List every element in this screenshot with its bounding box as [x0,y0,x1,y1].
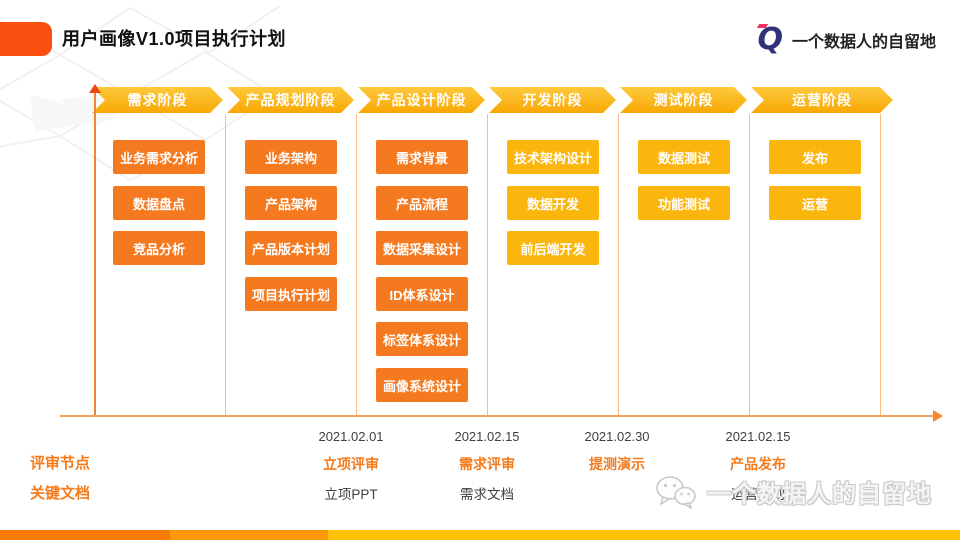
milestone-document-label: 立项PPT [324,487,378,502]
milestone-review-label: 需求评审 [459,456,515,472]
phase-label: 测试阶段 [653,92,714,108]
task-box: 技术架构设计 [507,140,599,174]
bottom-strip-light-orange [170,530,328,540]
bottom-strip-orange [0,530,170,540]
task-box: 业务架构 [245,140,337,174]
phase-label: 产品规划阶段 [245,92,336,108]
vertical-axis-arrow-icon [89,84,101,93]
task-box: 标签体系设计 [376,322,468,356]
timeline-axis-arrow-icon [933,410,943,422]
task-label: 数据采集设计 [382,241,461,257]
column-separator-line [487,114,488,416]
column-separator-line [356,114,357,416]
task-box: 功能测试 [638,186,730,220]
phase-label: 开发阶段 [522,92,583,108]
phase-banner-segment: 开发阶段 [489,87,616,113]
phase-banner-segment: 需求阶段 [92,87,223,113]
milestone-date: 2021.02.15 [725,429,791,444]
task-label: 产品流程 [395,196,448,212]
task-label: 需求背景 [395,150,448,166]
logo-q-icon: Q [757,22,783,57]
task-box: 产品流程 [376,186,468,220]
task-box: 数据测试 [638,140,730,174]
task-label: ID体系设计 [389,287,455,303]
task-label: 画像系统设计 [382,378,461,394]
title-accent-bar [0,22,52,56]
task-label: 前后端开发 [520,241,586,257]
task-label: 运营 [801,196,828,212]
milestone-document-label: 运营计划 [731,487,785,502]
watermark: 一个数据人的自留地 [655,474,932,509]
task-label: 产品版本计划 [251,241,330,257]
phase-label: 运营阶段 [792,92,852,108]
milestone-review-label: 立项评审 [323,456,379,472]
column-separator-line [880,114,881,416]
phase-banner-segment: 运营阶段 [751,87,893,113]
task-box: 产品架构 [245,186,337,220]
task-label: 产品架构 [264,196,317,212]
row-label-review-nodes: 评审节点 [30,455,91,472]
phase-label: 产品设计阶段 [376,92,467,108]
watermark-text: 一个数据人的自留地 [707,481,932,508]
logo-text: 一个数据人的自留地 [791,34,936,51]
task-box: 数据开发 [507,186,599,220]
wechat-icon [656,475,696,509]
task-label: 发布 [801,150,828,166]
task-box: 发布 [769,140,861,174]
milestone-document-label: 需求文档 [460,487,514,502]
milestone-review-label: 提测演示 [589,456,645,472]
milestone-date: 2021.02.15 [454,429,520,444]
row-label-key-docs: 关键文档 [30,485,91,502]
bottom-strip-yellow [328,530,960,540]
vertical-axis-line [94,93,96,416]
phase-banner-segment: 产品设计阶段 [358,87,485,113]
task-label: 功能测试 [657,196,710,212]
milestone-date: 2021.02.01 [318,429,384,444]
task-label: 数据盘点 [132,196,185,212]
phase-banner-segment: 测试阶段 [620,87,747,113]
task-label: 项目执行计划 [251,287,330,303]
task-box: ID体系设计 [376,277,468,311]
task-label: 标签体系设计 [382,332,461,348]
task-box: 业务需求分析 [113,140,205,174]
task-box: 画像系统设计 [376,368,468,402]
milestone-date: 2021.02.30 [584,429,650,444]
task-box: 需求背景 [376,140,468,174]
task-box: 产品版本计划 [245,231,337,265]
task-label: 业务架构 [264,150,317,166]
task-label: 数据开发 [526,196,579,212]
column-separator-line [749,114,750,416]
task-label: 业务需求分析 [119,150,198,166]
milestone-review-label: 产品发布 [730,456,786,472]
task-label: 数据测试 [657,150,710,166]
task-label: 技术架构设计 [513,150,592,166]
task-label: 竞品分析 [132,241,185,257]
page-title: 用户画像V1.0项目执行计划 [62,29,287,49]
task-box: 竞品分析 [113,231,205,265]
task-box: 数据盘点 [113,186,205,220]
task-box: 运营 [769,186,861,220]
column-separator-line [618,114,619,416]
phase-banner-segment: 产品规划阶段 [227,87,354,113]
phase-label: 需求阶段 [127,92,188,108]
task-box: 项目执行计划 [245,277,337,311]
task-box: 前后端开发 [507,231,599,265]
column-separator-line [225,114,226,416]
brand-logo: Q 一个数据人的自留地 [757,22,936,58]
task-box: 数据采集设计 [376,231,468,265]
timeline-axis-line [60,415,934,417]
